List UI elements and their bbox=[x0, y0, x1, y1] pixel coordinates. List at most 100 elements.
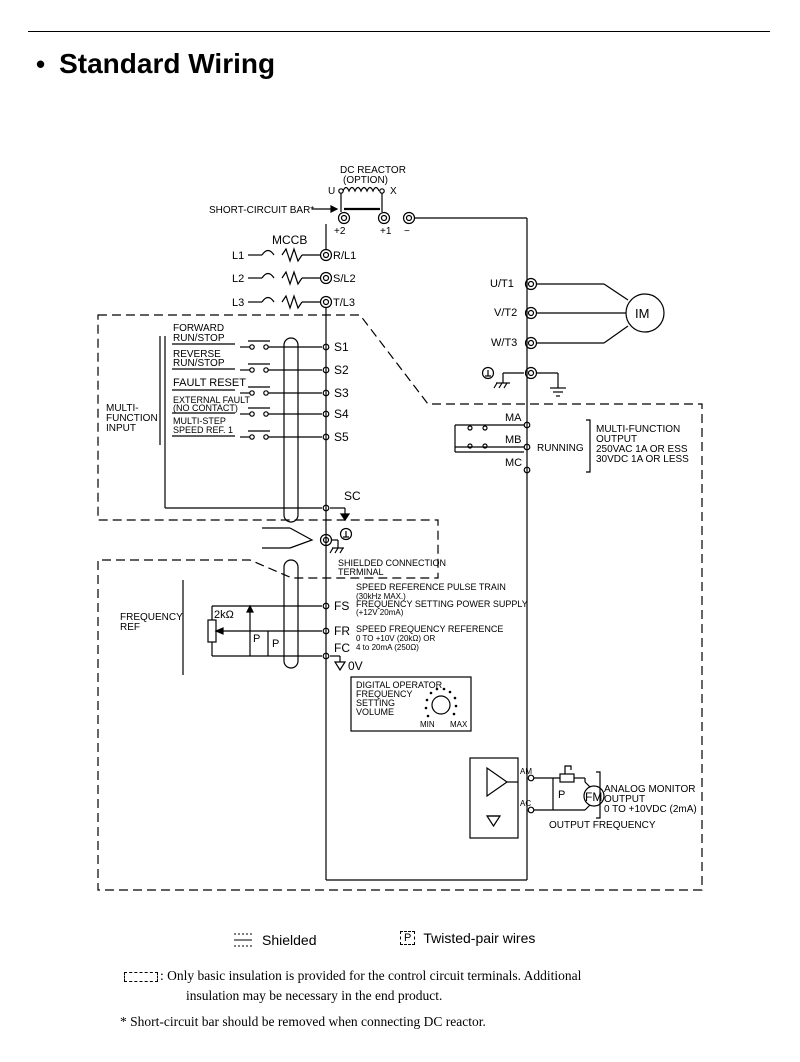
legend-twisted: P Twisted-pair wires bbox=[400, 930, 535, 946]
svg-text:MULTI-STEP: MULTI-STEP bbox=[173, 416, 226, 426]
ground-icon bbox=[481, 366, 495, 380]
top-rule bbox=[28, 31, 770, 32]
svg-text:+1: +1 bbox=[380, 226, 392, 237]
svg-text:250VAC 1A OR ESS: 250VAC 1A OR ESS bbox=[596, 444, 688, 455]
svg-text:30VDC 1A OR LESS: 30VDC 1A OR LESS bbox=[596, 454, 689, 465]
svg-text:L3: L3 bbox=[232, 297, 244, 309]
terminal-plus2 bbox=[337, 211, 351, 225]
shielded-icon bbox=[234, 933, 252, 947]
dc-reactor: DC REACTOR (OPTION) U X SHORT-CIRCUIT BA… bbox=[209, 165, 528, 880]
ground-icon bbox=[339, 527, 353, 541]
relay-outputs: MA MB MC RUNNING MULTI-FUNCTION OUTPUT 2… bbox=[454, 412, 689, 474]
legend-twisted-label: Twisted-pair wires bbox=[423, 930, 536, 946]
svg-text:SETTING: SETTING bbox=[356, 698, 395, 708]
svg-text:MIN: MIN bbox=[420, 720, 435, 729]
section-heading: • Standard Wiring bbox=[36, 48, 275, 80]
svg-text:AM: AM bbox=[520, 767, 532, 776]
terminal-minus bbox=[402, 211, 416, 225]
shielded-connection: SHIELDED CONNECTION TERMINAL SPEED REFER… bbox=[262, 527, 506, 601]
svg-text:P: P bbox=[253, 633, 260, 645]
svg-text:INPUT: INPUT bbox=[106, 423, 136, 434]
insulation-note: : Only basic insulation is provided for … bbox=[124, 966, 581, 1006]
svg-text:L1: L1 bbox=[232, 250, 244, 262]
svg-text:ANALOG MONITOR: ANALOG MONITOR bbox=[604, 784, 696, 795]
svg-text:S1: S1 bbox=[334, 340, 349, 354]
svg-text:FORWARD: FORWARD bbox=[173, 323, 224, 334]
svg-text:REVERSE: REVERSE bbox=[173, 349, 221, 360]
svg-text:(NO CONTACT): (NO CONTACT) bbox=[173, 403, 238, 413]
svg-text:P: P bbox=[272, 638, 279, 650]
svg-text:W/T3: W/T3 bbox=[491, 337, 517, 349]
svg-text:R/L1: R/L1 bbox=[333, 250, 356, 262]
legend-shielded: Shielded bbox=[232, 930, 317, 950]
svg-text:SPEED REF. 1: SPEED REF. 1 bbox=[173, 425, 233, 435]
svg-text:(30kHz MAX.): (30kHz MAX.) bbox=[356, 592, 406, 601]
svg-text:EXTERNAL FAULT: EXTERNAL FAULT bbox=[173, 395, 251, 405]
svg-text:REF: REF bbox=[120, 622, 140, 633]
insulation-note-line1: : Only basic insulation is provided for … bbox=[160, 968, 582, 983]
svg-text:MULTI-FUNCTION: MULTI-FUNCTION bbox=[596, 424, 680, 435]
svg-text:MB: MB bbox=[505, 434, 522, 446]
svg-text:FM: FM bbox=[585, 790, 602, 804]
svg-text:(+12V 20mA): (+12V 20mA) bbox=[356, 608, 404, 617]
svg-text:4 to 20mA (250Ω): 4 to 20mA (250Ω) bbox=[356, 643, 419, 652]
svg-text:FAULT RESET: FAULT RESET bbox=[173, 377, 246, 389]
svg-text:S3: S3 bbox=[334, 386, 349, 400]
svg-text:OUTPUT FREQUENCY: OUTPUT FREQUENCY bbox=[549, 820, 656, 831]
svg-text:SPEED REFERENCE PULSE TRAIN: SPEED REFERENCE PULSE TRAIN bbox=[356, 582, 506, 592]
x-label: X bbox=[390, 186, 397, 197]
svg-text:U/T1: U/T1 bbox=[490, 278, 514, 290]
option-label: (OPTION) bbox=[343, 175, 388, 186]
section-title: Standard Wiring bbox=[59, 48, 276, 79]
svg-text:DIGITAL OPERATOR: DIGITAL OPERATOR bbox=[356, 680, 443, 690]
svg-text:S/L2: S/L2 bbox=[333, 273, 356, 285]
svg-text:L2: L2 bbox=[232, 273, 244, 285]
terminal-plus1 bbox=[377, 211, 391, 225]
svg-text:SPEED FREQUENCY REFERENCE: SPEED FREQUENCY REFERENCE bbox=[356, 624, 503, 634]
svg-text:MC: MC bbox=[505, 457, 522, 469]
dashed-box-icon bbox=[124, 971, 158, 982]
svg-text:T/L3: T/L3 bbox=[333, 297, 355, 309]
svg-text:SC: SC bbox=[344, 489, 361, 503]
svg-text:FC: FC bbox=[334, 641, 350, 655]
svg-text:FS: FS bbox=[334, 599, 349, 613]
short-circuit-bar-label: SHORT-CIRCUIT BAR* bbox=[209, 205, 314, 216]
multi-function-inputs: FORWARD RUN/STOP REVERSE RUN/STOP FAULT … bbox=[106, 323, 361, 523]
frequency-reference: FREQUENCY REF 2kΩ P P FS FR FC FREQUENCY… bbox=[120, 559, 528, 675]
svg-text:MULTI-: MULTI- bbox=[106, 403, 139, 414]
short-circuit-note: * Short-circuit bar should be removed wh… bbox=[120, 1014, 486, 1029]
bullet: • bbox=[36, 48, 46, 79]
svg-text:S2: S2 bbox=[334, 363, 349, 377]
control-boundary bbox=[97, 314, 703, 891]
svg-text:S4: S4 bbox=[334, 407, 349, 421]
svg-text:RUNNING: RUNNING bbox=[537, 443, 584, 454]
svg-text:FREQUENCY: FREQUENCY bbox=[356, 689, 413, 699]
dc-reactor-label: DC REACTOR bbox=[340, 165, 406, 176]
svg-text:VOLUME: VOLUME bbox=[356, 707, 394, 717]
motor-symbol bbox=[625, 293, 665, 333]
twisted-pair-icon: P bbox=[400, 931, 416, 945]
svg-text:SHIELDED CONNECTION: SHIELDED CONNECTION bbox=[338, 558, 446, 568]
svg-text:0V: 0V bbox=[348, 659, 363, 673]
svg-text:OUTPUT: OUTPUT bbox=[596, 434, 637, 445]
svg-text:TERMINAL: TERMINAL bbox=[338, 567, 384, 577]
svg-text:FR: FR bbox=[334, 624, 350, 638]
insulation-note-line2: insulation may be necessary in the end p… bbox=[186, 988, 443, 1003]
svg-text:FREQUENCY: FREQUENCY bbox=[120, 612, 183, 623]
svg-text:+2: +2 bbox=[334, 226, 346, 237]
svg-text:0 TO +10VDC (2mA): 0 TO +10VDC (2mA) bbox=[604, 804, 697, 815]
svg-text:AC: AC bbox=[520, 799, 531, 808]
svg-text:IM: IM bbox=[635, 306, 649, 321]
analog-monitor: AM AC FM P ANALOG MONITOR OUTPUT 0 TO +1… bbox=[469, 757, 697, 839]
svg-text:S5: S5 bbox=[334, 430, 349, 444]
legend-shielded-label: Shielded bbox=[262, 932, 317, 948]
svg-text:MCCB: MCCB bbox=[272, 233, 307, 247]
svg-text:OUTPUT: OUTPUT bbox=[604, 794, 645, 805]
motor-output: U/T1 V/T2 W/T3 IM bbox=[481, 277, 665, 397]
u-label: U bbox=[328, 186, 335, 197]
svg-text:RUN/STOP: RUN/STOP bbox=[173, 333, 225, 344]
svg-text:−: − bbox=[404, 226, 410, 237]
svg-text:2kΩ: 2kΩ bbox=[214, 609, 234, 621]
svg-text:RUN/STOP: RUN/STOP bbox=[173, 358, 225, 369]
